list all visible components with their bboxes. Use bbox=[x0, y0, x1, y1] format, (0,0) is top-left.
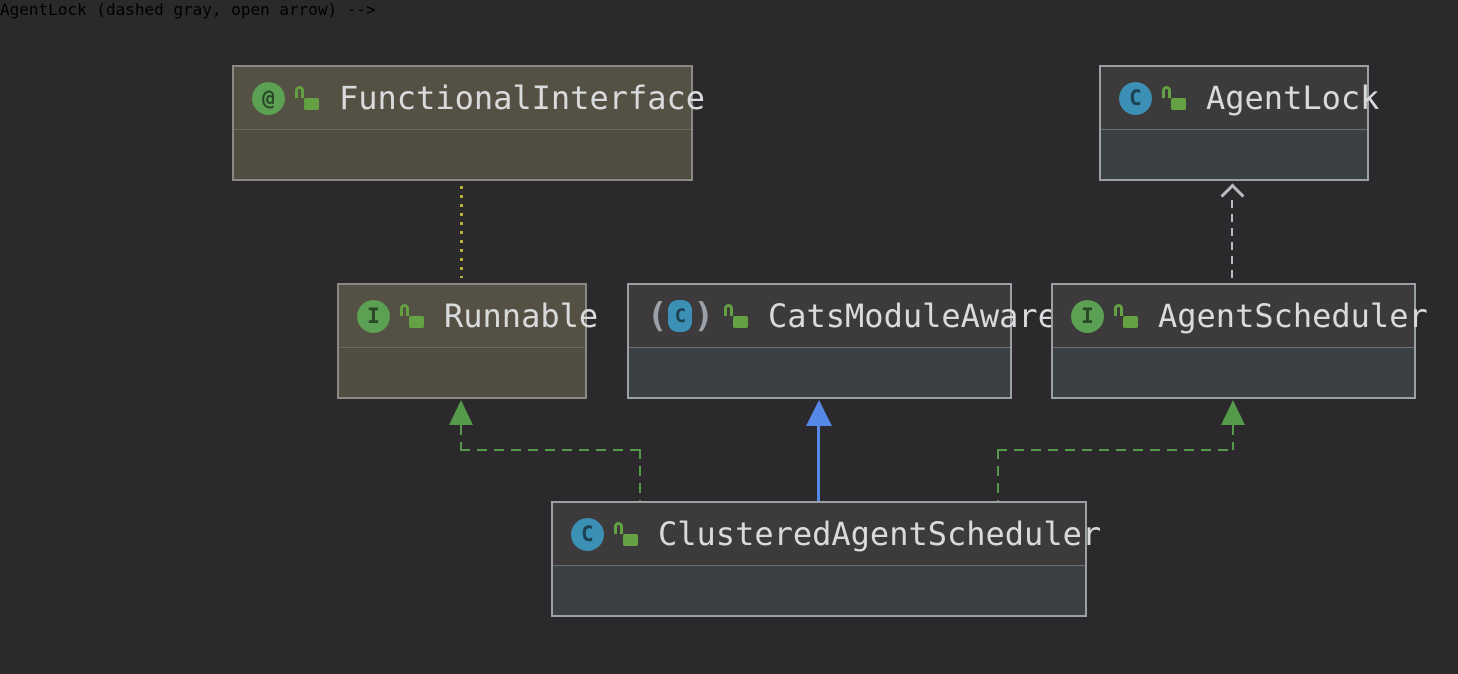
node-members-section bbox=[339, 348, 585, 397]
class-node-clustered-agent-scheduler[interactable]: C ClusteredAgentScheduler bbox=[551, 501, 1101, 617]
edge-realization-agentscheduler-segment[interactable] bbox=[1232, 425, 1234, 450]
node-members-section bbox=[1101, 130, 1367, 179]
unlocked-icon bbox=[295, 85, 319, 112]
unlocked-icon bbox=[1162, 85, 1186, 112]
edge-realization-agentscheduler-segment[interactable] bbox=[997, 449, 1234, 451]
edge-realization-agentscheduler-segment[interactable] bbox=[997, 449, 999, 501]
node-label: Runnable bbox=[444, 297, 599, 335]
class-icon: C bbox=[571, 517, 604, 551]
abstract-class-letter: C bbox=[668, 300, 693, 332]
edge-realization-agentscheduler-arrowhead[interactable] bbox=[1221, 400, 1245, 425]
node-members-section bbox=[629, 348, 1010, 397]
class-icon: C bbox=[1119, 81, 1152, 115]
abstract-paren-left: ( bbox=[647, 296, 668, 336]
edge-inheritance-catsmoduleaware-segment[interactable] bbox=[817, 424, 820, 501]
interface-icon: I bbox=[357, 299, 390, 333]
node-members-section bbox=[234, 130, 691, 179]
edge-inheritance-catsmoduleaware-arrowhead[interactable] bbox=[806, 400, 832, 426]
class-node-agent-scheduler[interactable]: I AgentScheduler bbox=[1051, 283, 1428, 399]
unlocked-icon bbox=[1114, 303, 1138, 330]
interface-icon: I bbox=[1071, 299, 1104, 333]
abstract-class-icon: ( C ) bbox=[647, 298, 714, 334]
unlocked-icon bbox=[723, 303, 748, 330]
edge-realization-runnable-arrowhead[interactable] bbox=[449, 400, 473, 425]
node-header: I AgentScheduler bbox=[1053, 285, 1428, 348]
node-label: AgentScheduler bbox=[1158, 297, 1428, 335]
node-header: @ FunctionalInterface bbox=[234, 67, 705, 130]
node-header: C AgentLock bbox=[1101, 67, 1379, 130]
class-node-agent-lock[interactable]: C AgentLock bbox=[1099, 65, 1379, 181]
node-header: C ClusteredAgentScheduler bbox=[553, 503, 1101, 566]
edge-realization-runnable-segment[interactable] bbox=[639, 449, 641, 501]
node-label: ClusteredAgentScheduler bbox=[658, 515, 1102, 553]
edge-annotation-runnable-functionalinterface[interactable] bbox=[460, 186, 463, 278]
edge-realization-runnable-segment[interactable] bbox=[460, 425, 462, 451]
node-label: CatsModuleAware bbox=[767, 297, 1057, 335]
node-members-section bbox=[1053, 348, 1414, 397]
edge-realization-runnable-segment[interactable] bbox=[460, 449, 641, 451]
class-node-cats-module-aware[interactable]: ( C ) CatsModuleAware bbox=[627, 283, 1057, 399]
node-header: ( C ) CatsModuleAware bbox=[629, 285, 1057, 348]
abstract-paren-right: ) bbox=[693, 296, 714, 336]
class-node-functional-interface[interactable]: @ FunctionalInterface bbox=[232, 65, 705, 181]
node-label: AgentLock bbox=[1206, 79, 1380, 117]
node-header: I Runnable bbox=[339, 285, 598, 348]
annotation-icon: @ bbox=[252, 81, 285, 115]
edge-dependency-agentscheduler-agentlock[interactable] bbox=[1231, 200, 1233, 281]
node-label: FunctionalInterface bbox=[339, 79, 706, 117]
unlocked-icon bbox=[400, 303, 424, 330]
unlocked-icon bbox=[614, 521, 638, 548]
node-members-section bbox=[553, 566, 1085, 615]
class-node-runnable[interactable]: I Runnable bbox=[337, 283, 598, 399]
